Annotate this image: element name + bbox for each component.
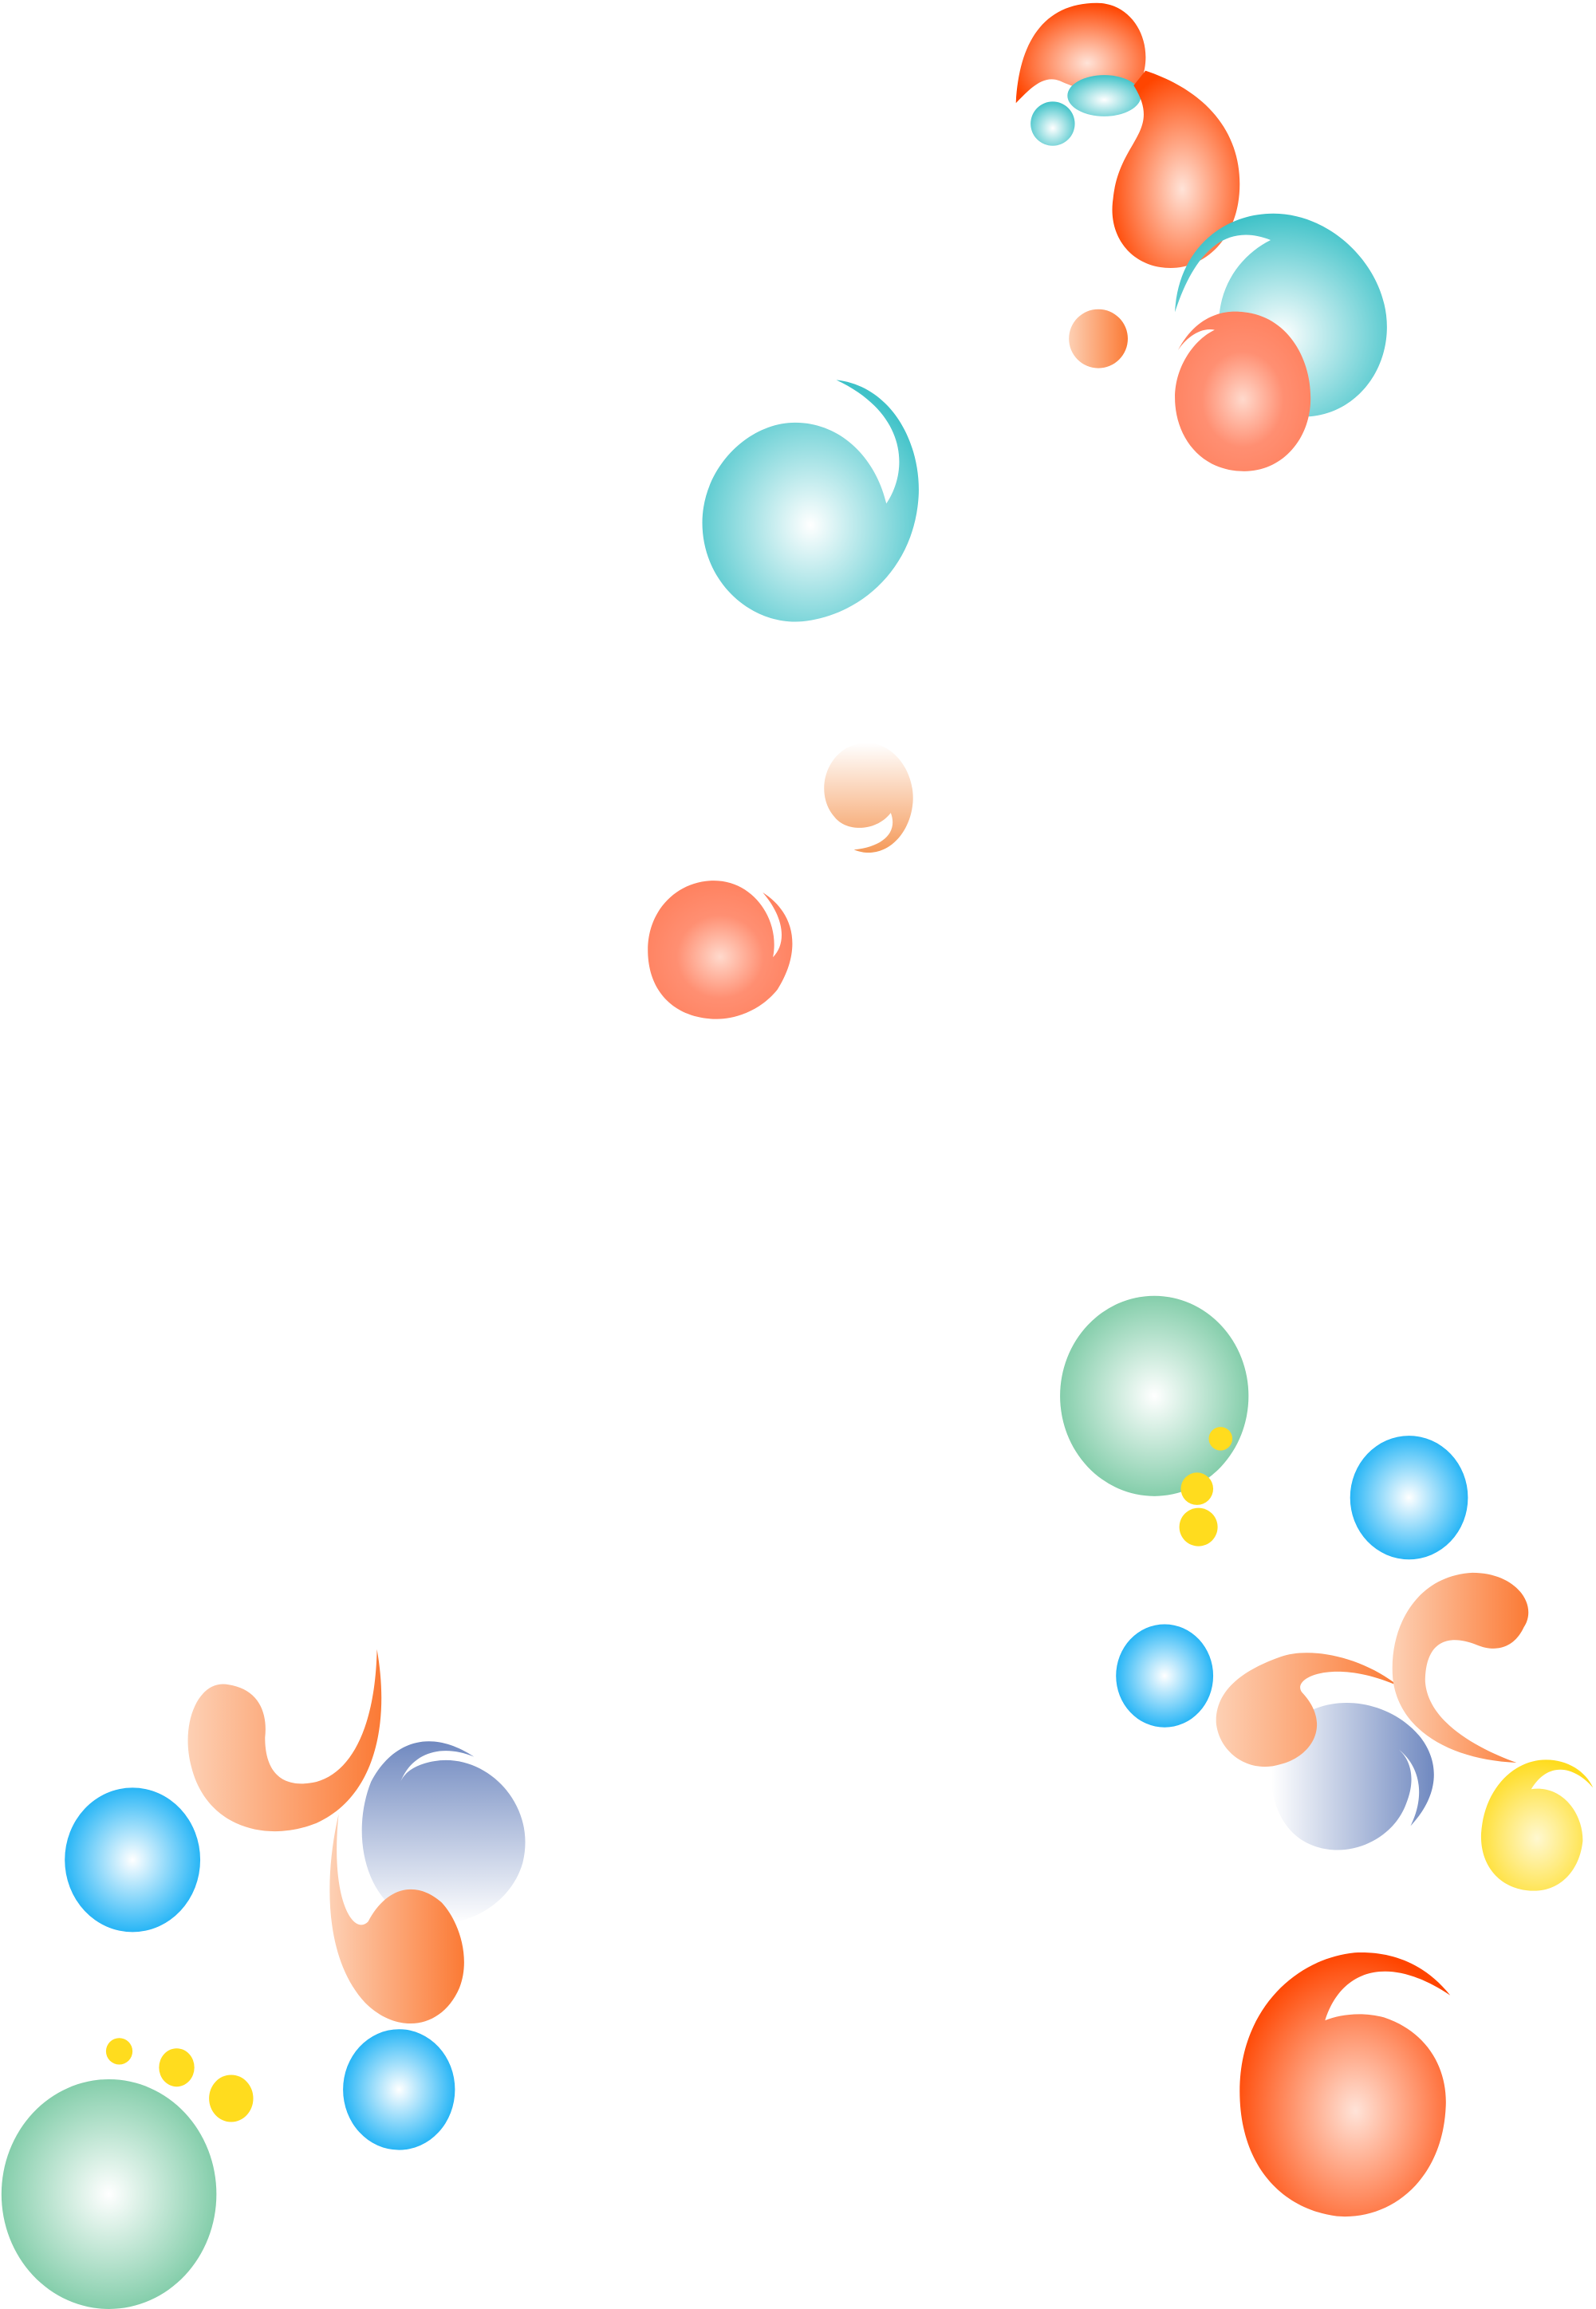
yellow-drop (1480, 1759, 1594, 1891)
red-drop (1112, 70, 1240, 269)
peach-drop (329, 1814, 464, 2024)
cyan-small-bubble (1067, 75, 1141, 116)
green-bubble (1060, 1295, 1249, 1496)
cyan-tiny-bubble (1031, 101, 1075, 146)
blue-bubble (343, 2029, 455, 2150)
peach-drop (824, 743, 913, 853)
salmon-drop (1175, 311, 1311, 471)
red-large-drop (1239, 1952, 1451, 2217)
peach-swirl (1392, 1572, 1529, 1763)
green-bubble (1, 2078, 217, 2309)
blue-bubble (1350, 1436, 1468, 1560)
slate-drop (361, 1741, 526, 1924)
peach-small-bubble (1069, 309, 1128, 368)
yellow-dot (209, 2075, 254, 2122)
blue-bubble (1116, 1624, 1214, 1728)
salmon-middle-drop (648, 881, 793, 1019)
cyan-large-drop (702, 380, 919, 622)
yellow-dot (1179, 1507, 1218, 1547)
yellow-dot (105, 2038, 133, 2065)
yellow-dot (1208, 1427, 1233, 1451)
yellow-dot (1180, 1472, 1214, 1505)
peach-swirl (187, 1649, 382, 1832)
yellow-dot (159, 2048, 195, 2087)
peach-swirl (1216, 1653, 1399, 1767)
blue-bubble (65, 1787, 201, 1933)
